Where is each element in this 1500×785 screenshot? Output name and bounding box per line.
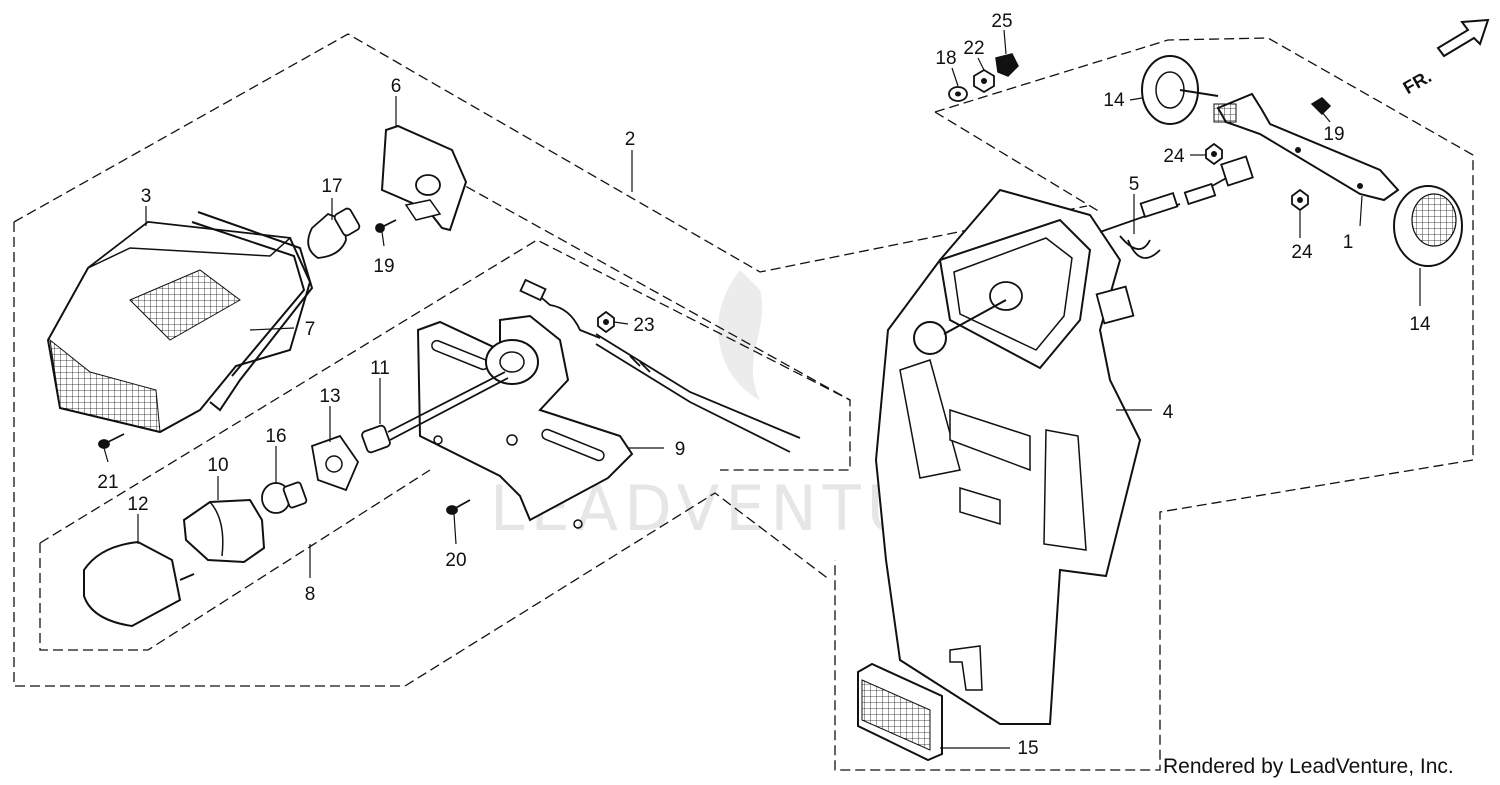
callout-24-top: 24	[1163, 146, 1185, 167]
callout-14-top: 14	[1103, 90, 1125, 111]
screw-20	[446, 499, 471, 515]
credit-text: Rendered by LeadVenture, Inc.	[1163, 755, 1454, 778]
nut-24-top	[1205, 142, 1223, 166]
nut-24-bottom	[1291, 188, 1309, 212]
callouts: 1 2 3 4 5 6 7 8 9 10 11 12 13 14 14 15 1…	[97, 11, 1431, 759]
callout-2: 2	[625, 129, 636, 150]
washer-18	[948, 86, 968, 102]
lamp-lens	[83, 540, 195, 628]
socket-plate	[310, 434, 360, 492]
screw-21	[98, 433, 125, 449]
taillight-lens	[46, 220, 312, 434]
side-reflector-left	[1141, 55, 1219, 125]
reflector	[857, 662, 943, 762]
callout-4: 4	[1163, 402, 1174, 423]
nut-23	[597, 310, 615, 334]
callout-6: 6	[391, 76, 402, 97]
bracket-plate	[380, 124, 468, 232]
nut-22	[973, 68, 995, 94]
callout-20: 20	[445, 550, 466, 571]
callout-9: 9	[675, 439, 686, 460]
assembly-2-outline	[13, 33, 1088, 687]
callout-14-bottom: 14	[1409, 314, 1431, 335]
callout-15: 15	[1017, 738, 1038, 759]
taillight-base	[191, 211, 314, 412]
callout-5: 5	[1129, 174, 1140, 195]
callout-23: 23	[633, 315, 654, 336]
callout-16: 16	[265, 426, 286, 447]
callout-3: 3	[141, 186, 152, 207]
socket	[361, 371, 509, 454]
callout-19-right: 19	[1323, 124, 1344, 145]
screw-19-right	[1310, 97, 1332, 116]
nut-25	[995, 53, 1019, 77]
callout-25: 25	[991, 11, 1012, 32]
screw-19-left	[375, 219, 397, 233]
callout-19-left: 19	[373, 256, 394, 277]
turn-signal-bracket	[1213, 92, 1400, 202]
assembly-1-outline	[834, 37, 1474, 771]
callout-11: 11	[370, 358, 390, 379]
leader-lines	[103, 29, 1421, 749]
license-bulb	[261, 481, 308, 514]
callout-7: 7	[305, 319, 316, 340]
callout-10: 10	[207, 455, 228, 476]
callout-17: 17	[321, 176, 342, 197]
callout-12: 12	[127, 494, 148, 515]
callout-18: 18	[935, 48, 956, 69]
front-direction-arrow: FR.	[1400, 18, 1490, 98]
lamp-housing	[182, 498, 266, 564]
callout-22: 22	[963, 38, 984, 59]
callout-1: 1	[1343, 232, 1354, 253]
license-bracket	[416, 314, 634, 529]
rear-fender	[874, 188, 1142, 725]
callout-8: 8	[305, 584, 316, 605]
callout-21: 21	[97, 472, 118, 493]
fr-label: FR.	[1400, 66, 1435, 98]
fender-wire	[1099, 155, 1254, 259]
assembly-8-outline	[39, 239, 851, 651]
stop-bulb	[307, 207, 361, 259]
license-wire	[519, 278, 801, 453]
callout-24-bottom: 24	[1291, 242, 1313, 263]
side-reflector-right	[1393, 185, 1463, 267]
callout-13: 13	[319, 386, 340, 407]
